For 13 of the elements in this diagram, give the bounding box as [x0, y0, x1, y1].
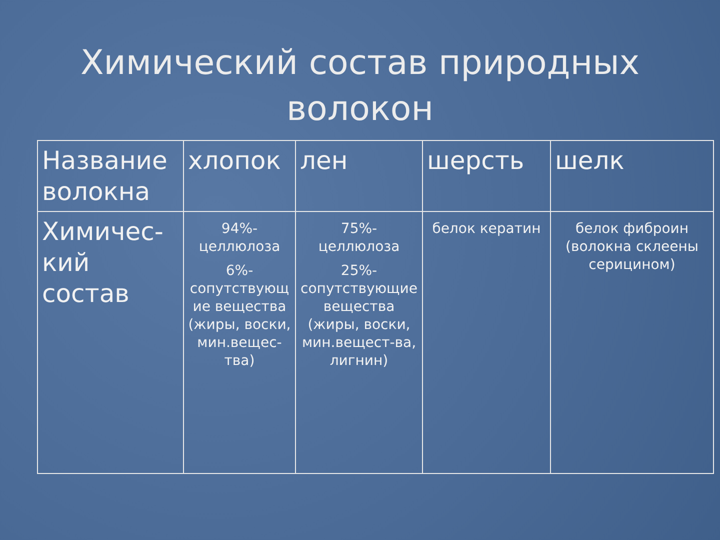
cell-text: белок кератин — [431, 220, 542, 238]
cell-text: 25%- сопутствующие вещества (жиры, воски, мин.вещест-ва, лигнин) — [300, 262, 418, 370]
header-cell-text: шерсть — [427, 145, 526, 176]
header-cell-text: Название волокна — [42, 145, 168, 207]
header-cell-text: шелк — [555, 145, 626, 176]
cell-text: 6%- сопутствующие вещества (жиры, воски, мин.вещес-тва) — [188, 262, 291, 370]
cell-text: белок фиброин (волокна склеены серицином) — [564, 220, 700, 274]
header-cell-text: Химичес-кий состав — [42, 216, 164, 309]
cell-text: 75%- целлюлоза — [317, 220, 401, 256]
slide-title: Химический состав природных волокон — [79, 42, 641, 131]
cell-text: 94%- целлюлоза — [198, 220, 282, 256]
header-cell-text: лен — [300, 145, 349, 176]
header-cell-text: хлопок — [188, 145, 282, 176]
